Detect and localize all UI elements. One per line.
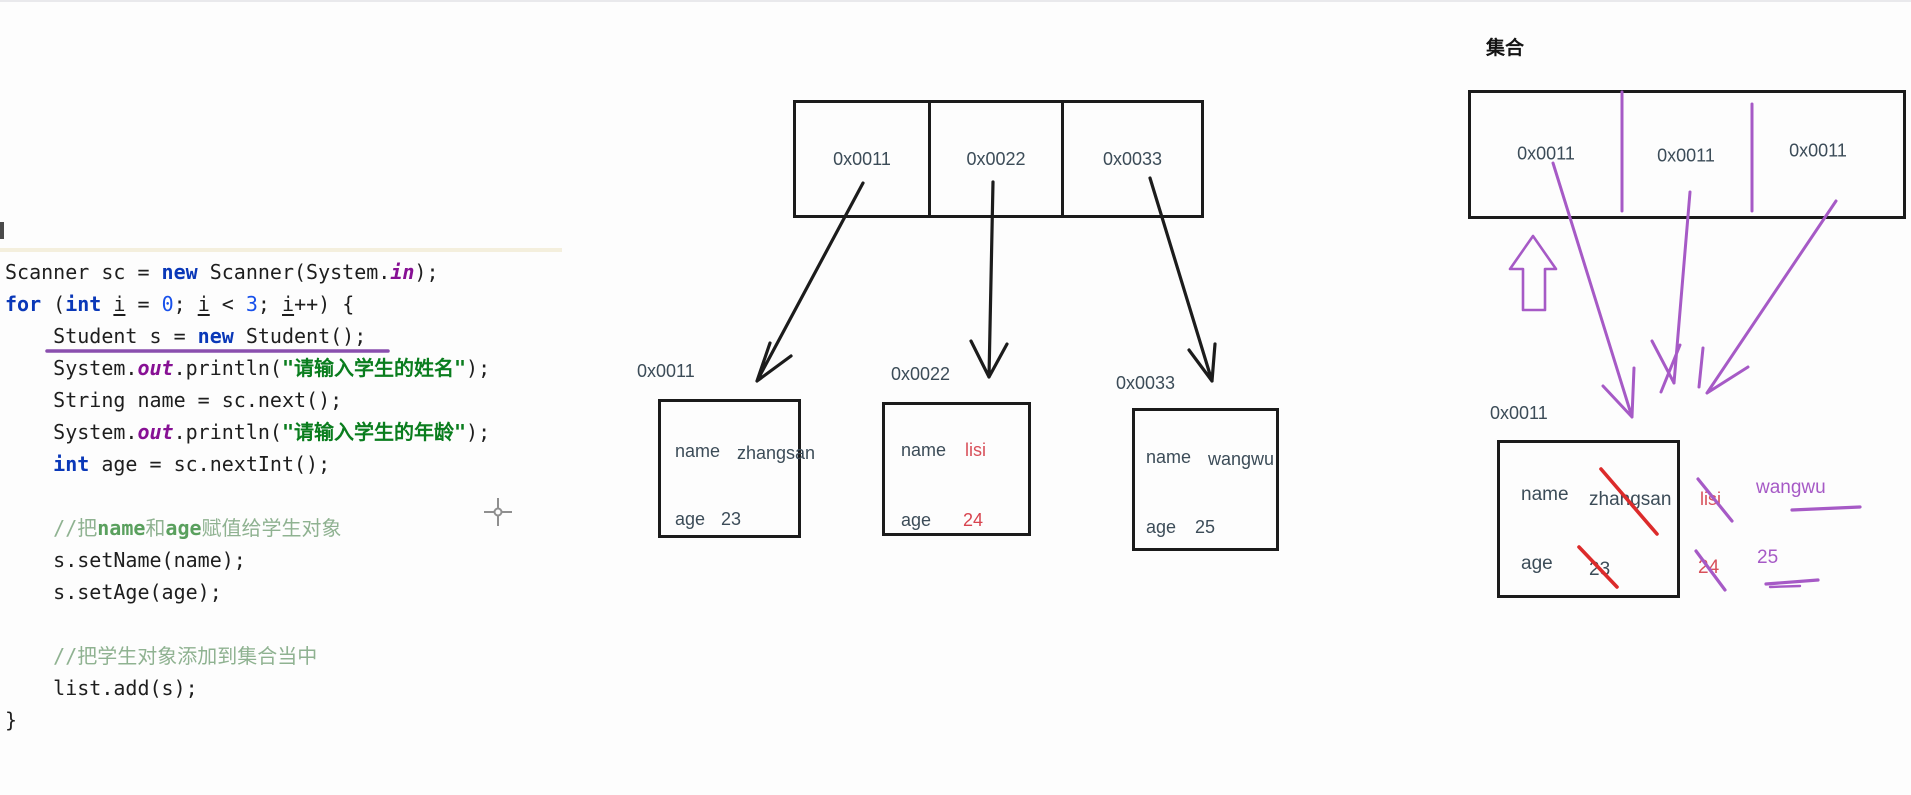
name-label: name [675,441,721,461]
array-cell-3: 0x0033 [1061,103,1201,215]
shared-student-object-box: name zhangsan age 23 [1497,440,1680,598]
code-line: System.out.println("请输入学生的姓名"); [5,356,491,380]
age-value: 24 [963,510,984,530]
collection-title: 集合 [1486,38,1525,59]
age-label: age [1521,553,1553,574]
address-text: 0x0011 [833,148,891,169]
underline-25 [1764,578,1820,586]
name-value-second-crossed: lisi [1700,489,1721,509]
up-block-arrow [1508,234,1558,312]
arrow-ccell3-to-shared [1697,199,1838,395]
underline-25-double [1768,584,1802,589]
code-line: list.add(s); [5,676,198,700]
student-object-box-3: name wangwu age 25 [1132,408,1279,551]
crosshair-center [493,507,503,517]
code-line: //把name和age赋值给学生对象 [5,516,342,540]
array-cell-2: 0x0022 [928,103,1061,215]
arrow-ccell2-to-shared [1650,190,1692,394]
code-line: Student s = new Student(); [5,324,367,348]
code-line: for (int i = 0; i < 3; i++) { [5,292,355,316]
name-value: zhangsan [737,443,816,463]
age-value-third: 25 [1757,547,1779,568]
address-text: 0x0033 [1102,148,1163,169]
student-object-box-1: name zhangsan age 23 [658,399,815,538]
code-line: } [5,708,18,732]
collection-cell-3: 0x0011 [1789,140,1847,161]
code-line [5,480,490,512]
name-label: name [1521,484,1569,505]
address-text: 0x0022 [966,148,1026,169]
name-label: name [901,440,947,460]
age-value-second-crossed: 24 [1698,557,1720,578]
underline-wangwu [1790,505,1862,512]
array-cell-1: 0x0011 [796,103,928,215]
code-line: int age = sc.nextInt(); [53,452,331,476]
code-line: s.setName(name); [5,548,246,572]
object2-address-label: 0x0022 [891,364,951,384]
name-value: lisi [965,440,986,460]
age-label: age [901,510,932,530]
age-label: age [675,509,706,529]
name-value-third: wangwu [1756,477,1826,498]
code-line: String name = sc.next(); [5,388,343,412]
left-edge-tick [0,222,4,239]
age-label: age [1146,517,1177,537]
object3-address-label: 0x0033 [1116,373,1176,393]
collection-cell-1: 0x0011 [1517,143,1575,164]
code-line [5,608,490,640]
code-line: //把学生对象添加到集合当中 [5,644,318,668]
code-editor-snippet: Scanner sc = new Scanner(System.in); for … [5,256,490,736]
name-label: name [1146,447,1192,467]
name-value-crossed: zhangsan [1589,489,1672,510]
name-value: wangwu [1208,449,1275,469]
student-object-box-2: name lisi age 24 [882,402,1031,536]
collection-cell-2: 0x0011 [1657,145,1715,166]
code-panel-top-strip [0,248,562,252]
object1-address-label: 0x0011 [637,361,695,381]
collection-array: 0x0011 0x0011 0x0011 [1468,90,1906,219]
code-line: s.setAge(age); [5,580,222,604]
age-value-crossed: 23 [1589,559,1611,580]
age-value: 23 [721,509,742,529]
top-divider [0,0,1911,2]
code-line: System.out.println("请输入学生的年龄"); [5,420,491,444]
code-line: Scanner sc = new Scanner(System.in); [5,260,439,284]
shared-object-address-label: 0x0011 [1490,403,1548,423]
array-of-addresses: 0x0011 0x0022 0x0033 [793,100,1204,218]
age-value: 25 [1195,517,1216,537]
